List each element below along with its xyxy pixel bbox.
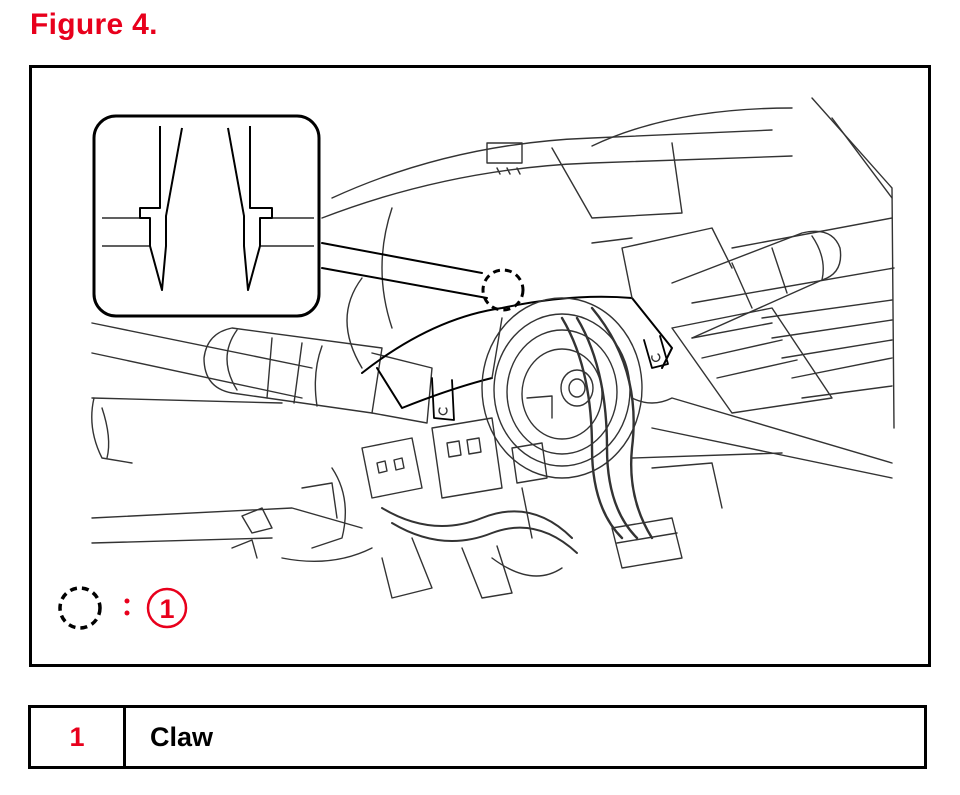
illustration-frame: 1 — [29, 65, 931, 667]
claw-detail-drawing — [102, 126, 314, 291]
key-colon-dot — [124, 610, 130, 616]
dashed-circle-icon — [58, 586, 102, 630]
callout-number: 1 — [159, 594, 174, 624]
magnified-detail-box — [92, 114, 321, 318]
legend-table: 1 Claw — [28, 705, 927, 769]
callout-number-circle — [146, 587, 188, 629]
legend-number: 1 — [31, 708, 126, 766]
figure-title: Figure 4. — [30, 8, 158, 41]
key-colon-dot — [124, 598, 130, 604]
steering-column-illustration: 1 — [58, 97, 895, 630]
claw-location-marker — [481, 268, 525, 312]
legend-description: Claw — [150, 721, 214, 752]
